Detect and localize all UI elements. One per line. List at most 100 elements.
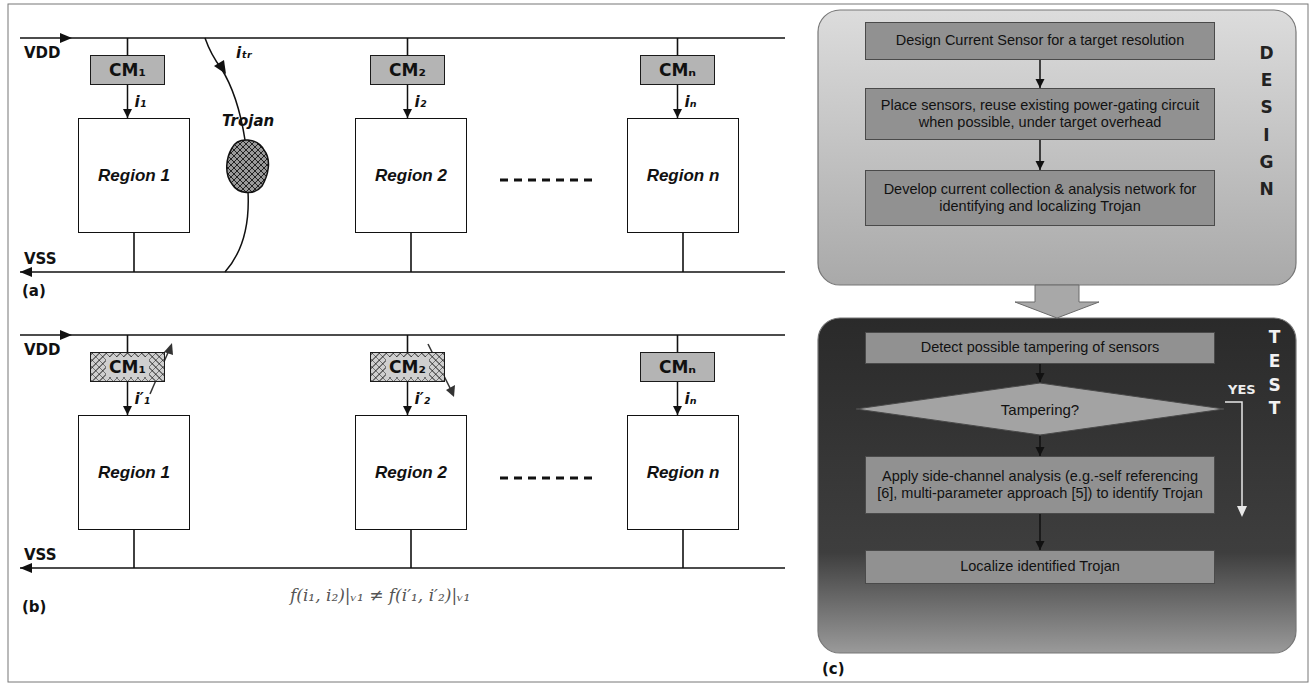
- node-text: Region n: [647, 166, 720, 186]
- trojan-blob: [227, 140, 269, 193]
- current-monitor: CMₙ: [640, 55, 715, 85]
- node-text: Design Current Sensor for a target resol…: [896, 32, 1185, 49]
- diamond-shape: [856, 383, 1224, 435]
- supply-wires: [677, 335, 679, 352]
- supply-wires: [682, 530, 684, 568]
- branch-label: YES: [1228, 382, 1256, 397]
- node-text: CM₂: [389, 60, 426, 80]
- flow-arrow: [673, 85, 682, 118]
- current-monitor: CMₙ: [640, 352, 715, 382]
- node-text: Region 2: [375, 166, 447, 186]
- current-label: i₁: [135, 93, 147, 111]
- arrowhead: [1036, 79, 1045, 88]
- panel-heading: TEST: [1266, 326, 1283, 421]
- flow-arrow: [1036, 140, 1045, 170]
- supply-wires: [128, 38, 684, 568]
- supply-wires: [127, 38, 129, 55]
- supply-wires: [407, 38, 409, 55]
- supply-wires: [410, 530, 412, 568]
- rail-arrowheads: [20, 563, 32, 573]
- panel-shapes: [818, 10, 1296, 653]
- region-box: Region 2: [355, 415, 467, 530]
- flow-arrow: [123, 85, 132, 118]
- supply-wires: [127, 335, 129, 352]
- arrowhead: [123, 109, 132, 118]
- rail-name: VSS: [24, 250, 57, 268]
- current-label: iₙ: [685, 93, 697, 111]
- supply-wires: [410, 233, 412, 272]
- process-box: Localize identified Trojan: [865, 550, 1215, 584]
- node-text: CMₙ: [659, 60, 696, 80]
- current-monitor: CM₁: [90, 55, 165, 85]
- process-box: Place sensors, reuse existing power-gati…: [865, 88, 1215, 140]
- current-label: i₂: [415, 93, 427, 111]
- arrowhead: [1036, 373, 1045, 382]
- flow-arrow: [1036, 514, 1045, 550]
- flow-arrow: [403, 85, 412, 118]
- rail-arrowheads: [20, 267, 32, 277]
- process-box: Design Current Sensor for a target resol…: [865, 22, 1215, 60]
- yes-branch: [1225, 402, 1242, 508]
- node-text: CMₙ: [659, 357, 696, 377]
- node-text: Region 1: [98, 166, 170, 186]
- trojan-label: Trojan: [222, 112, 274, 130]
- node-text: Develop current collection & analysis ne…: [876, 181, 1204, 216]
- node-text: Localize identified Trojan: [960, 558, 1120, 575]
- design-panel: DESIGN Design Current Sensor for a target…: [818, 10, 1296, 285]
- ellipsis-dashes: [500, 477, 592, 480]
- panel-tag: (a): [22, 282, 46, 300]
- current-label: i′₁: [135, 390, 151, 408]
- trojan-current: [225, 192, 248, 272]
- formula: f(i₁, i₂)|ᵥ₁ ≠ f(i′₁, i′₂)|ᵥ₁: [290, 585, 470, 605]
- panel-tag: (c): [822, 660, 845, 678]
- process-box: Develop current collection & analysis ne…: [865, 170, 1215, 226]
- panel-tag: (b): [22, 598, 46, 616]
- supply-wires: [133, 233, 135, 272]
- process-box: Detect possible tampering of sensors: [865, 332, 1215, 364]
- current-label: iₙ: [685, 390, 697, 408]
- block-arrow: [1015, 285, 1099, 318]
- node-text: Tampering?: [1001, 401, 1079, 418]
- node-text: Detect possible tampering of sensors: [921, 339, 1160, 356]
- supply-wires: [677, 38, 679, 55]
- tampered-monitor: CM₁: [90, 352, 165, 382]
- current-label: i′₂: [415, 390, 431, 408]
- rail-arrowheads: [20, 33, 72, 573]
- tamper-arrows: [164, 343, 173, 355]
- block-arrow-shape: [1015, 285, 1099, 318]
- flow-arrow: [673, 382, 682, 415]
- tampered-monitor: CM₂: [370, 352, 445, 382]
- current-arrowhead: [214, 60, 226, 74]
- rail-arrowheads: [60, 33, 72, 43]
- region-box: Region n: [627, 415, 739, 530]
- arrowhead: [673, 109, 682, 118]
- tamper-arrows: [446, 385, 455, 397]
- yes-arrowhead: [1237, 506, 1247, 517]
- node-text: Place sensors, reuse existing power-gati…: [876, 97, 1204, 132]
- power-rails: [20, 38, 785, 568]
- panel-shape: [818, 318, 1296, 653]
- arrowhead: [403, 406, 412, 415]
- panel-shape: [818, 10, 1296, 285]
- rail-name: VDD: [24, 341, 61, 359]
- flow-arrow: [403, 382, 412, 415]
- frame: [8, 4, 1308, 682]
- flow-arrow: [123, 382, 132, 415]
- node-text: Region n: [647, 463, 720, 483]
- region-box: Region n: [627, 118, 739, 233]
- power-rails: [20, 334, 785, 336]
- arrowhead: [1036, 161, 1045, 170]
- node-text: Region 2: [375, 463, 447, 483]
- current-label: iₜᵣ: [236, 44, 252, 62]
- node-text: CM₁: [109, 60, 146, 80]
- node-text: Apply side-channel analysis (e.g.-self r…: [876, 468, 1204, 503]
- region-box: Region 1: [78, 415, 190, 530]
- node-text: CM₂: [386, 357, 429, 377]
- region-box: Region 1: [78, 118, 190, 233]
- flow-arrow: [1036, 364, 1045, 382]
- panel-heading: DESIGN: [1258, 40, 1275, 203]
- flow-arrow: [1036, 436, 1045, 456]
- power-rails: [20, 37, 785, 39]
- flow-arrow: [1036, 60, 1045, 88]
